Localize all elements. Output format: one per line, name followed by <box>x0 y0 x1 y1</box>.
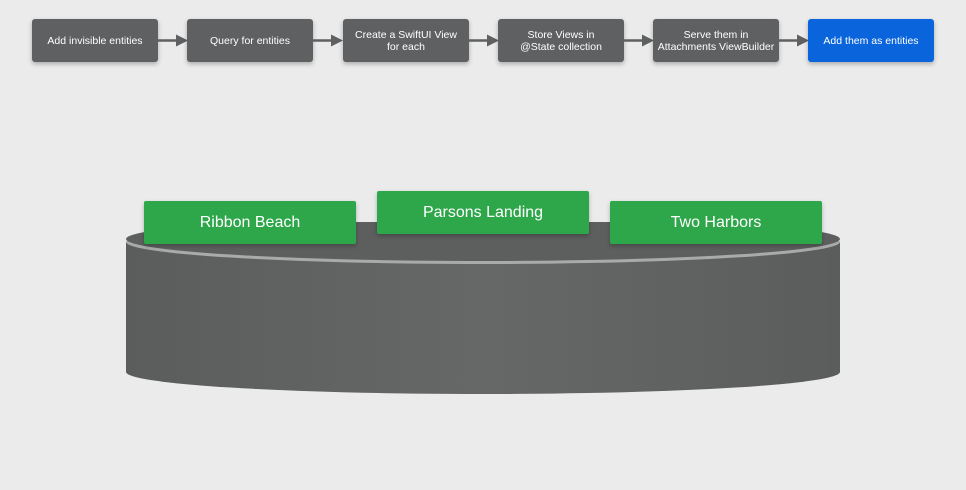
arrow-right-icon <box>624 34 654 47</box>
location-card-ribbon-beach: Ribbon Beach <box>144 201 356 244</box>
arrow-right-icon <box>469 34 499 47</box>
step-serve-attachments: Serve them in Attachments ViewBuilder <box>653 19 779 62</box>
step-add-invisible-entities: Add invisible entities <box>32 19 158 62</box>
step-add-as-entities: Add them as entities <box>808 19 934 62</box>
step-create-swiftui-view: Create a SwiftUI View for each <box>343 19 469 62</box>
arrow-right-icon <box>313 34 343 47</box>
arrow-right-icon <box>779 34 809 47</box>
arrow-right-icon <box>158 34 188 47</box>
step-store-views: Store Views in @State collection <box>498 19 624 62</box>
location-card-parsons-landing: Parsons Landing <box>377 191 589 234</box>
step-query-for-entities: Query for entities <box>187 19 313 62</box>
location-card-two-harbors: Two Harbors <box>610 201 822 244</box>
platform-cylinder <box>126 222 840 394</box>
